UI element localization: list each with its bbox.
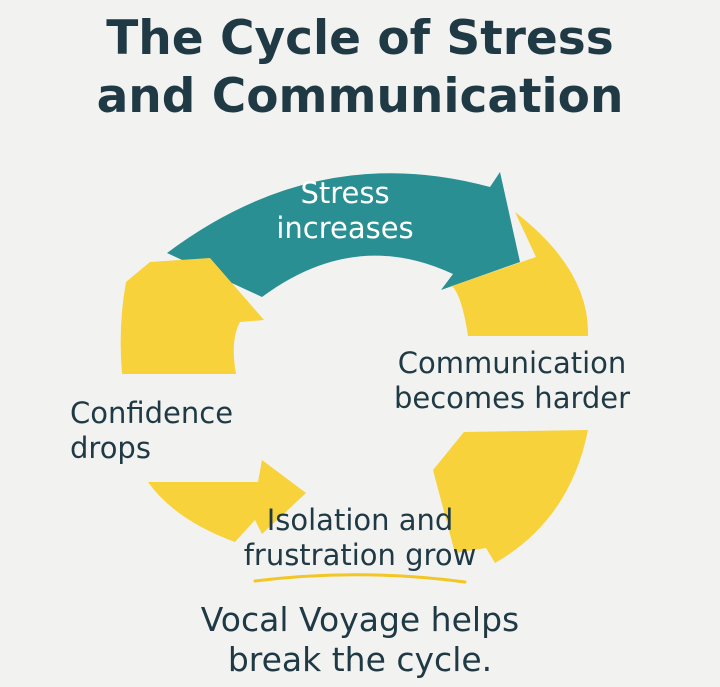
stress-line-2: increases — [276, 211, 414, 245]
title-line-2: and Communication — [96, 69, 624, 124]
stage-communication-label: Communication becomes harder — [372, 346, 652, 416]
stress-line-1: Stress — [300, 176, 390, 210]
stage-stress-label: Stress increases — [230, 176, 460, 246]
isolation-line-1: Isolation and — [266, 503, 454, 537]
communication-line-2: becomes harder — [393, 381, 631, 415]
isolation-line-2: frustration grow — [243, 538, 477, 572]
left-arrow — [120, 258, 265, 374]
underline-swoosh — [253, 573, 467, 584]
title-line-1: The Cycle of Stress — [106, 11, 614, 66]
confidence-line-1: Confidence — [70, 396, 234, 430]
communication-line-1: Communication — [397, 346, 627, 380]
isolation-arrow — [433, 430, 588, 563]
confidence-arrow — [148, 460, 306, 542]
stage-isolation-label: Isolation and frustration grow — [200, 503, 520, 573]
tagline-line-2: break the cycle. — [227, 640, 493, 679]
communication-arrow — [452, 212, 589, 336]
page-title: The Cycle of Stress and Communication — [0, 10, 720, 126]
stress-arrow — [167, 172, 520, 297]
tagline: Vocal Voyage helps break the cycle. — [0, 600, 720, 680]
tagline-line-1: Vocal Voyage helps — [200, 600, 520, 639]
stage-confidence-label: Confidence drops — [70, 396, 280, 466]
confidence-line-2: drops — [70, 431, 151, 465]
